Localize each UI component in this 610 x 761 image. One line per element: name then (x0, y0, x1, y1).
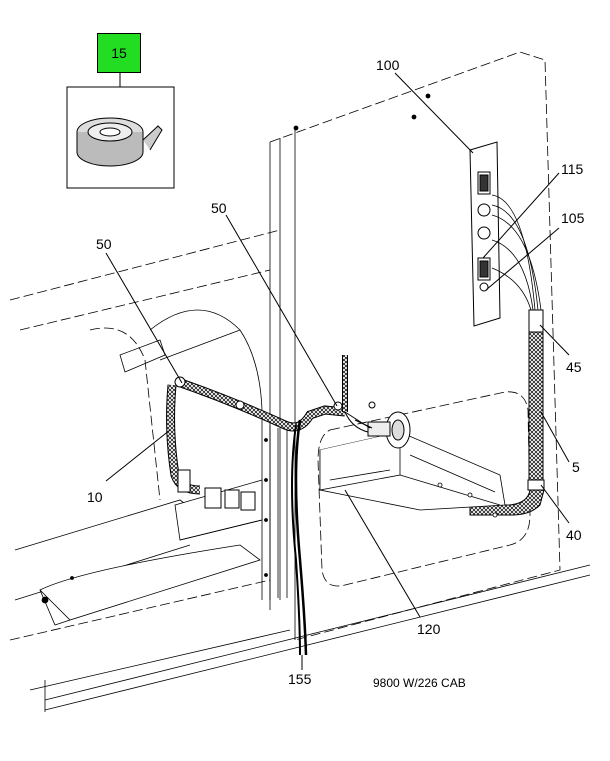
callout-105[interactable]: 105 (561, 210, 585, 226)
tape-roll-icon (76, 117, 163, 167)
right-conduit (469, 309, 545, 516)
callout-50-mid[interactable]: 50 (211, 200, 227, 216)
callout-50-left[interactable]: 50 (96, 236, 112, 252)
main-harness (166, 355, 371, 656)
inset-box (66, 73, 175, 189)
back-wall-panel (269, 51, 561, 641)
callout-100[interactable]: 100 (376, 57, 400, 73)
fan-motor (354, 401, 411, 449)
callout-45[interactable]: 45 (566, 359, 582, 375)
window-opening (317, 391, 531, 587)
callout-155[interactable]: 155 (288, 671, 312, 687)
callout-10[interactable]: 10 (87, 489, 103, 505)
diagram-caption: 9800 W/226 CAB (373, 676, 466, 690)
floor-bracket (174, 479, 263, 541)
item-15-badge[interactable]: 15 (97, 33, 141, 73)
heater-box (319, 431, 506, 518)
callout-120[interactable]: 120 (417, 621, 441, 637)
callout-40[interactable]: 40 (566, 527, 582, 543)
control-panel (469, 141, 501, 327)
leader-lines (105, 72, 570, 670)
left-cab-structure (9, 229, 591, 712)
center-pillar (261, 420, 288, 600)
callout-115[interactable]: 115 (561, 161, 584, 177)
callout-5[interactable]: 5 (572, 459, 580, 475)
